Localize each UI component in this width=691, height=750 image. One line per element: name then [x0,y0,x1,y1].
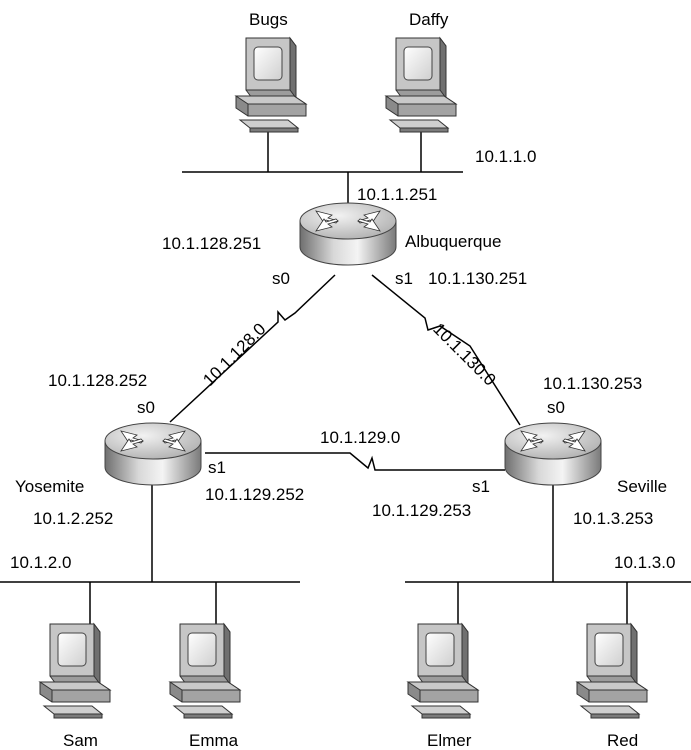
yosemite-router-icon [104,422,202,486]
network-label-lan-right: 10.1.3.0 [614,553,676,572]
router-name-yosemite: Yosemite [15,477,85,496]
yosemite-s1-ip: 10.1.129.252 [205,485,305,504]
albuquerque-s1-label: s1 [395,269,413,288]
host-label-bugs: Bugs [249,10,288,29]
seville-s0-ip: 10.1.130.253 [543,374,643,393]
wan-link-129 [205,452,505,471]
yosemite-s0-ip: 10.1.128.252 [48,371,148,390]
albuquerque-s1-ip: 10.1.130.251 [428,269,528,288]
host-label-sam: Sam [63,731,98,750]
host-label-emma: Emma [189,731,239,750]
wan-link-128 [169,274,336,423]
network-label-wan-bottom: 10.1.129.0 [320,428,401,447]
red-pc-icon [576,623,648,719]
seville-s1-label: s1 [472,477,490,496]
seville-lan-ip: 10.1.3.253 [573,509,654,528]
wan-link-130 [371,274,521,426]
router-name-seville: Seville [617,477,668,496]
host-label-red: Red [607,731,639,750]
bugs-pc-icon [235,37,307,133]
albuquerque-router-icon [299,202,397,266]
yosemite-lan-ip: 10.1.2.252 [33,509,114,528]
emma-pc-icon [169,623,241,719]
seville-s0-label: s0 [547,398,565,417]
albuquerque-lan-ip: 10.1.1.251 [357,185,438,204]
host-label-daffy: Daffy [409,10,449,29]
seville-router-icon [504,422,602,486]
yosemite-s0-label: s0 [137,398,155,417]
network-label-lan-top: 10.1.1.0 [475,147,537,166]
daffy-pc-icon [385,37,457,133]
network-label-lan-left: 10.1.2.0 [10,553,72,572]
albuquerque-s0-ip: 10.1.128.251 [162,234,262,253]
seville-s1-ip: 10.1.129.253 [372,501,472,520]
elmer-pc-icon [407,623,479,719]
sam-pc-icon [39,623,111,719]
host-label-elmer: Elmer [427,731,472,750]
router-name-albuquerque: Albuquerque [405,232,502,251]
yosemite-s1-label: s1 [208,458,226,477]
albuquerque-s0-label: s0 [272,269,290,288]
